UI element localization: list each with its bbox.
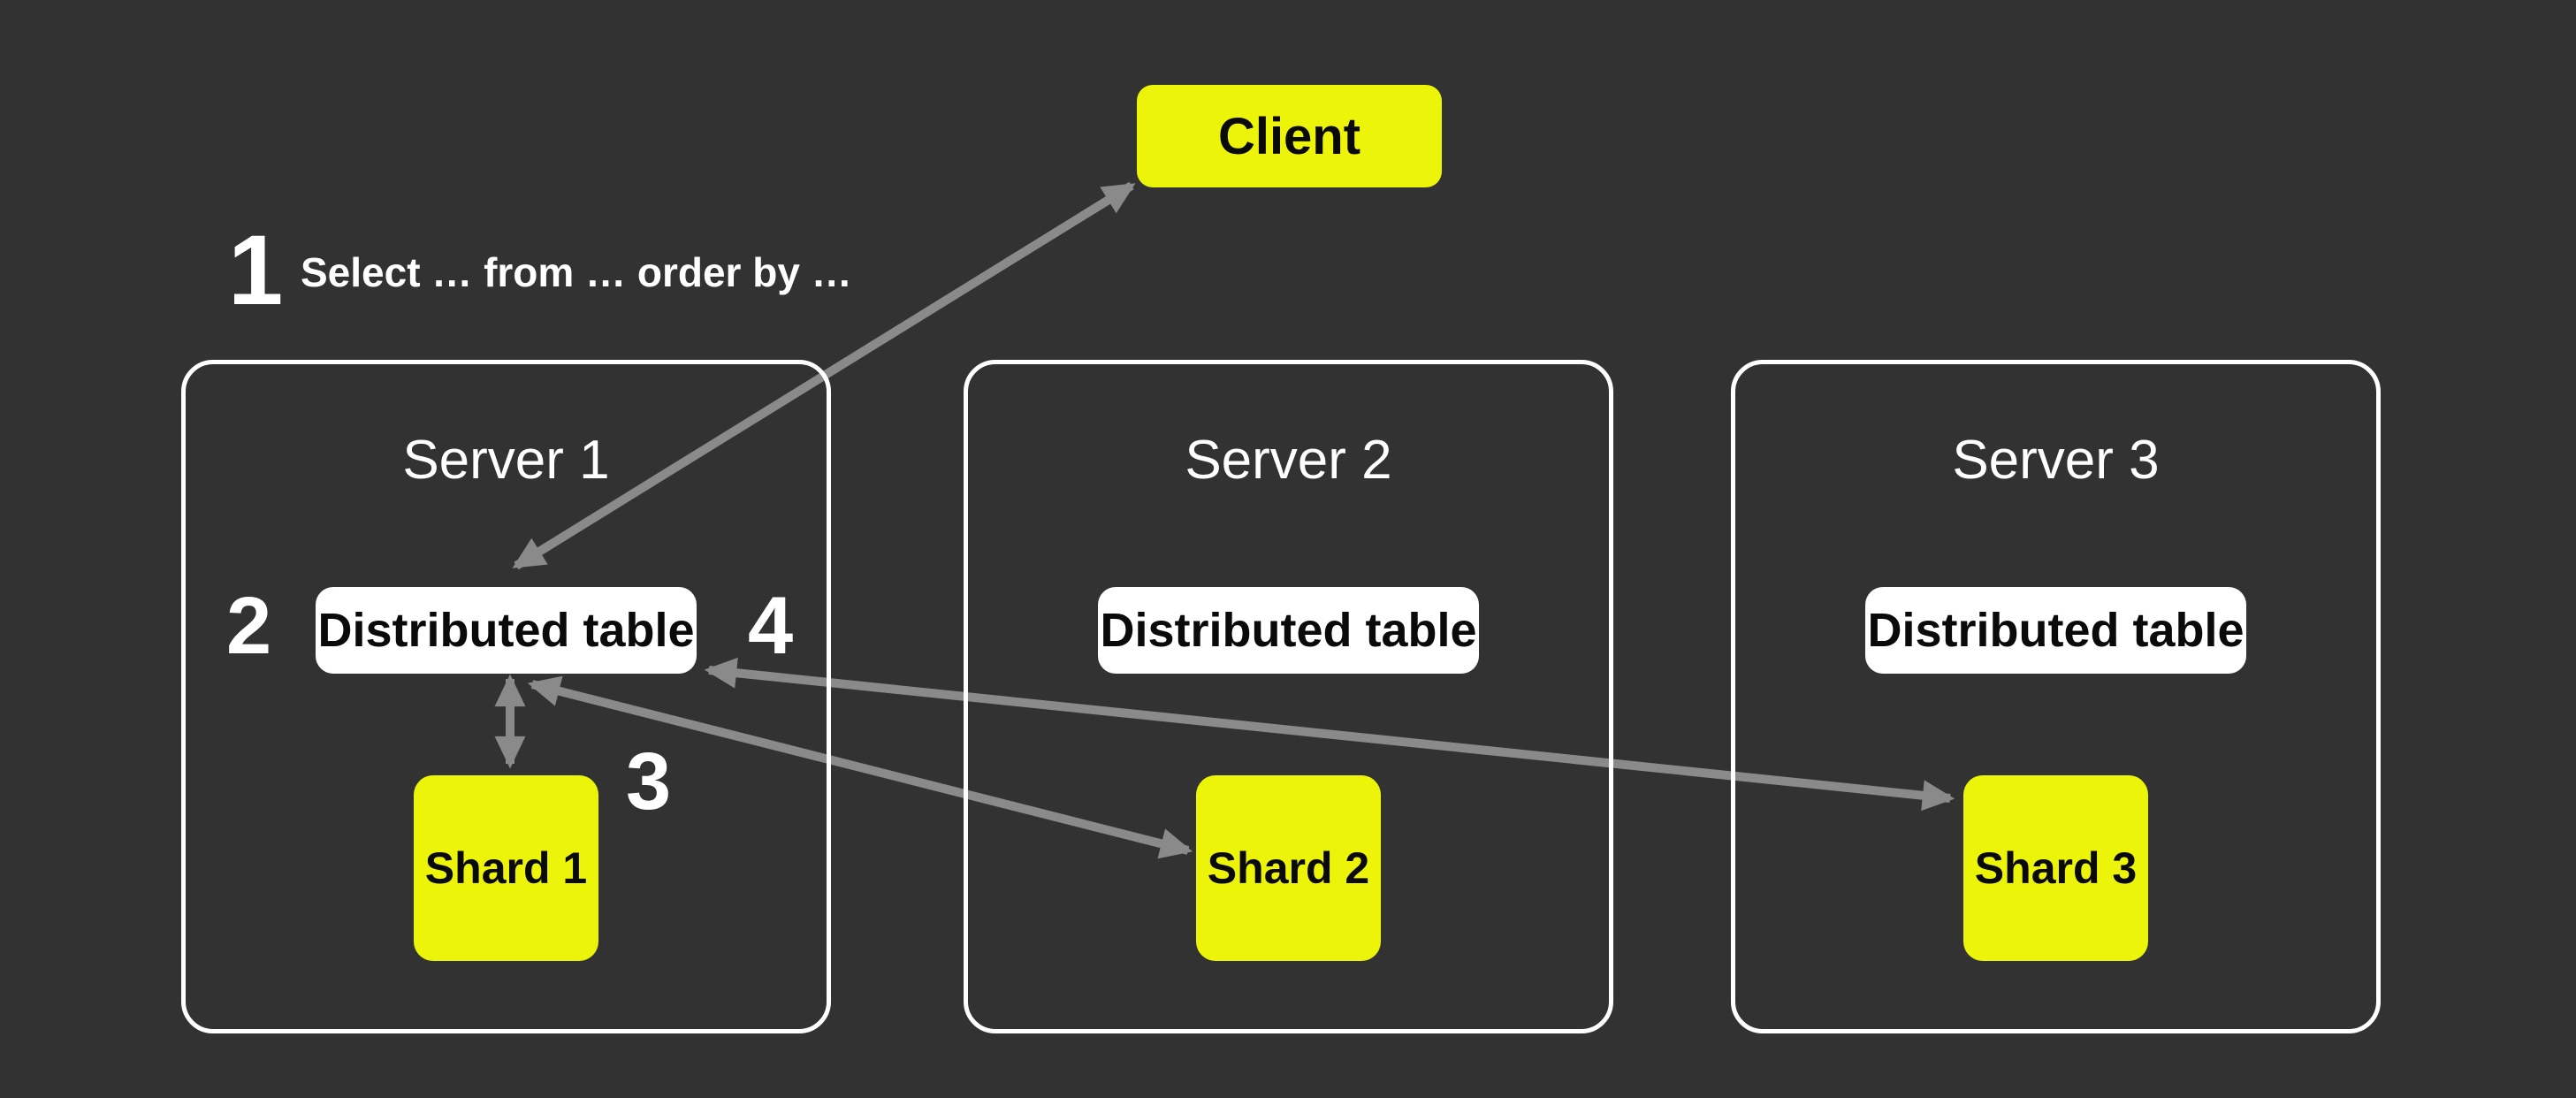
server-1-box: Server 1 Distributed table Shard 1 [181,360,831,1033]
server-1-shard-label: Shard 1 [424,843,588,893]
server-2-box: Server 2 Distributed table Shard 2 [964,360,1613,1033]
server-2-distributed-table-label: Distributed table [1100,604,1477,657]
server-1-distributed-table: Distributed table [316,587,697,674]
step-3-number: 3 [626,736,672,827]
step-2-number: 2 [226,581,272,671]
client-label: Client [1217,107,1361,165]
server-2-distributed-table: Distributed table [1098,587,1479,674]
server-1-shard: Shard 1 [414,775,598,961]
server-3-shard: Shard 3 [1963,775,2148,961]
step-4-number: 4 [748,581,794,671]
server-1-distributed-table-label: Distributed table [317,604,695,657]
server-3-box: Server 3 Distributed table Shard 3 [1731,360,2381,1033]
server-2-shard: Shard 2 [1196,775,1381,961]
step-1-query-text: Select … from … order by … [301,249,852,295]
server-1-title: Server 1 [402,430,610,491]
server-3-distributed-table-label: Distributed table [1867,604,2244,657]
client-node: Client [1137,85,1442,187]
server-3-title: Server 3 [1952,430,2160,491]
server-3-distributed-table: Distributed table [1865,587,2246,674]
server-2-shard-label: Shard 2 [1207,843,1370,893]
server-3-shard-label: Shard 3 [1974,843,2138,893]
server-2-title: Server 2 [1185,430,1392,491]
step-1-number: 1 [228,215,284,325]
